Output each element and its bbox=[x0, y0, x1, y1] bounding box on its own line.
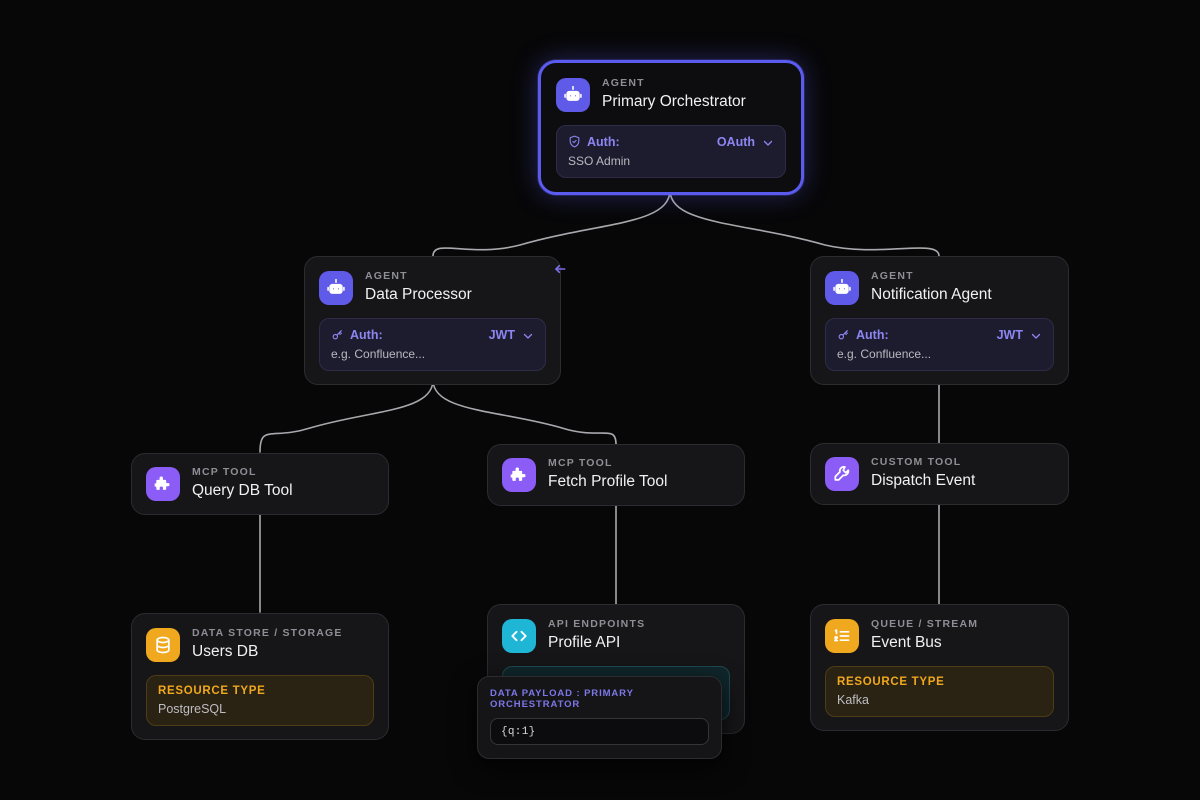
node-header: CUSTOM TOOL Dispatch Event bbox=[825, 456, 1054, 492]
node-header: QUEUE / STREAM Event Bus bbox=[825, 618, 1054, 654]
payload-title: DATA PAYLOAD : PRIMARY ORCHESTRATOR bbox=[490, 688, 634, 710]
edge-data-processor-to-query-db bbox=[259, 379, 434, 453]
node-title: Profile API bbox=[548, 633, 621, 651]
chevron-down-icon[interactable] bbox=[762, 136, 774, 148]
auth-panel[interactable]: Auth: JWT e.g. Confluence... bbox=[319, 317, 546, 371]
node-kicker: DATA STORE / STORAGE bbox=[192, 627, 343, 639]
resource-label: RESOURCE TYPE bbox=[158, 684, 266, 697]
node-header: MCP TOOL Fetch Profile Tool bbox=[502, 457, 730, 493]
node-users-db[interactable]: DATA STORE / STORAGE Users DB RESOURCE T… bbox=[131, 613, 389, 740]
shield-check-icon bbox=[568, 135, 581, 148]
node-kicker: MCP TOOL bbox=[192, 466, 257, 478]
node-header: MCP TOOL Query DB Tool bbox=[146, 466, 374, 502]
node-header: AGENT Primary Orchestrator bbox=[556, 77, 786, 113]
auth-label: Auth: bbox=[350, 327, 383, 342]
resource-value: Kafka bbox=[837, 692, 869, 707]
node-header: AGENT Data Processor bbox=[319, 270, 546, 306]
key-icon bbox=[837, 328, 850, 341]
robot-icon bbox=[319, 270, 353, 305]
chevron-down-icon[interactable] bbox=[1030, 329, 1042, 341]
database-icon bbox=[146, 627, 180, 662]
auth-select[interactable]: OAuth bbox=[717, 135, 774, 149]
robot-icon bbox=[825, 270, 859, 305]
data-payload-popup[interactable]: DATA PAYLOAD : PRIMARY ORCHESTRATOR {q:1… bbox=[477, 676, 722, 759]
payload-input[interactable]: {q:1} bbox=[490, 718, 709, 745]
puzzle-icon bbox=[502, 457, 536, 492]
auth-panel[interactable]: Auth: OAuth SSO Admin bbox=[556, 124, 786, 178]
auth-value: OAuth bbox=[716, 134, 755, 149]
node-fetch-profile-tool[interactable]: MCP TOOL Fetch Profile Tool bbox=[487, 444, 745, 506]
key-icon bbox=[331, 328, 344, 341]
resource-value: PostgreSQL bbox=[158, 701, 227, 716]
auth-label: Auth: bbox=[587, 134, 620, 149]
node-title: Primary Orchestrator bbox=[602, 92, 746, 110]
auth-secondary: e.g. Confluence... bbox=[331, 346, 426, 361]
node-header: DATA STORE / STORAGE Users DB bbox=[146, 627, 374, 663]
node-header: AGENT Notification Agent bbox=[825, 270, 1054, 306]
node-title: Dispatch Event bbox=[871, 471, 976, 489]
robot-icon bbox=[556, 77, 590, 112]
node-title: Fetch Profile Tool bbox=[548, 472, 668, 490]
node-data-processor[interactable]: AGENT Data Processor Auth: JWT bbox=[304, 256, 566, 385]
auth-value: JWT bbox=[488, 327, 515, 342]
chevron-down-icon[interactable] bbox=[522, 329, 534, 341]
auth-label: Auth: bbox=[856, 327, 889, 342]
node-kicker: CUSTOM TOOL bbox=[871, 456, 962, 468]
auth-panel[interactable]: Auth: JWT e.g. Confluence... bbox=[825, 317, 1054, 371]
ordered-list-icon bbox=[825, 618, 859, 653]
node-kicker: QUEUE / STREAM bbox=[871, 618, 979, 630]
node-event-bus[interactable]: QUEUE / STREAM Event Bus RESOURCE TYPE K… bbox=[810, 604, 1069, 731]
node-header: API ENDPOINTS Profile API bbox=[502, 618, 730, 654]
node-title: Query DB Tool bbox=[192, 481, 293, 499]
edge-data-processor-to-fetch-profile bbox=[432, 379, 617, 445]
resource-label: RESOURCE TYPE bbox=[837, 675, 945, 688]
node-notification-agent[interactable]: AGENT Notification Agent Auth: JWT bbox=[810, 256, 1069, 385]
node-kicker: AGENT bbox=[365, 270, 408, 282]
puzzle-icon bbox=[146, 466, 180, 501]
node-kicker: MCP TOOL bbox=[548, 457, 613, 469]
arrow-left-icon[interactable] bbox=[552, 261, 568, 277]
wrench-icon bbox=[825, 456, 859, 491]
resource-panel[interactable]: RESOURCE TYPE PostgreSQL bbox=[146, 674, 374, 726]
node-query-db-tool[interactable]: MCP TOOL Query DB Tool bbox=[131, 453, 389, 515]
code-brackets-icon bbox=[502, 618, 536, 653]
edge-primary-to-data-processor bbox=[432, 189, 671, 257]
auth-secondary: SSO Admin bbox=[568, 153, 631, 168]
node-kicker: AGENT bbox=[602, 77, 645, 89]
node-title: Users DB bbox=[192, 642, 259, 660]
node-primary-orchestrator[interactable]: AGENT Primary Orchestrator Auth: OAuth bbox=[538, 60, 804, 195]
auth-select[interactable]: JWT bbox=[489, 328, 534, 342]
node-title: Event Bus bbox=[871, 633, 942, 651]
auth-value: JWT bbox=[996, 327, 1023, 342]
resource-panel[interactable]: RESOURCE TYPE Kafka bbox=[825, 665, 1054, 717]
edge-primary-to-notification-agent bbox=[669, 189, 940, 257]
node-title: Data Processor bbox=[365, 285, 472, 303]
node-kicker: API ENDPOINTS bbox=[548, 618, 646, 630]
node-kicker: AGENT bbox=[871, 270, 914, 282]
auth-select[interactable]: JWT bbox=[997, 328, 1042, 342]
node-title: Notification Agent bbox=[871, 285, 992, 303]
auth-secondary: e.g. Confluence... bbox=[837, 346, 932, 361]
node-dispatch-event[interactable]: CUSTOM TOOL Dispatch Event bbox=[810, 443, 1069, 505]
